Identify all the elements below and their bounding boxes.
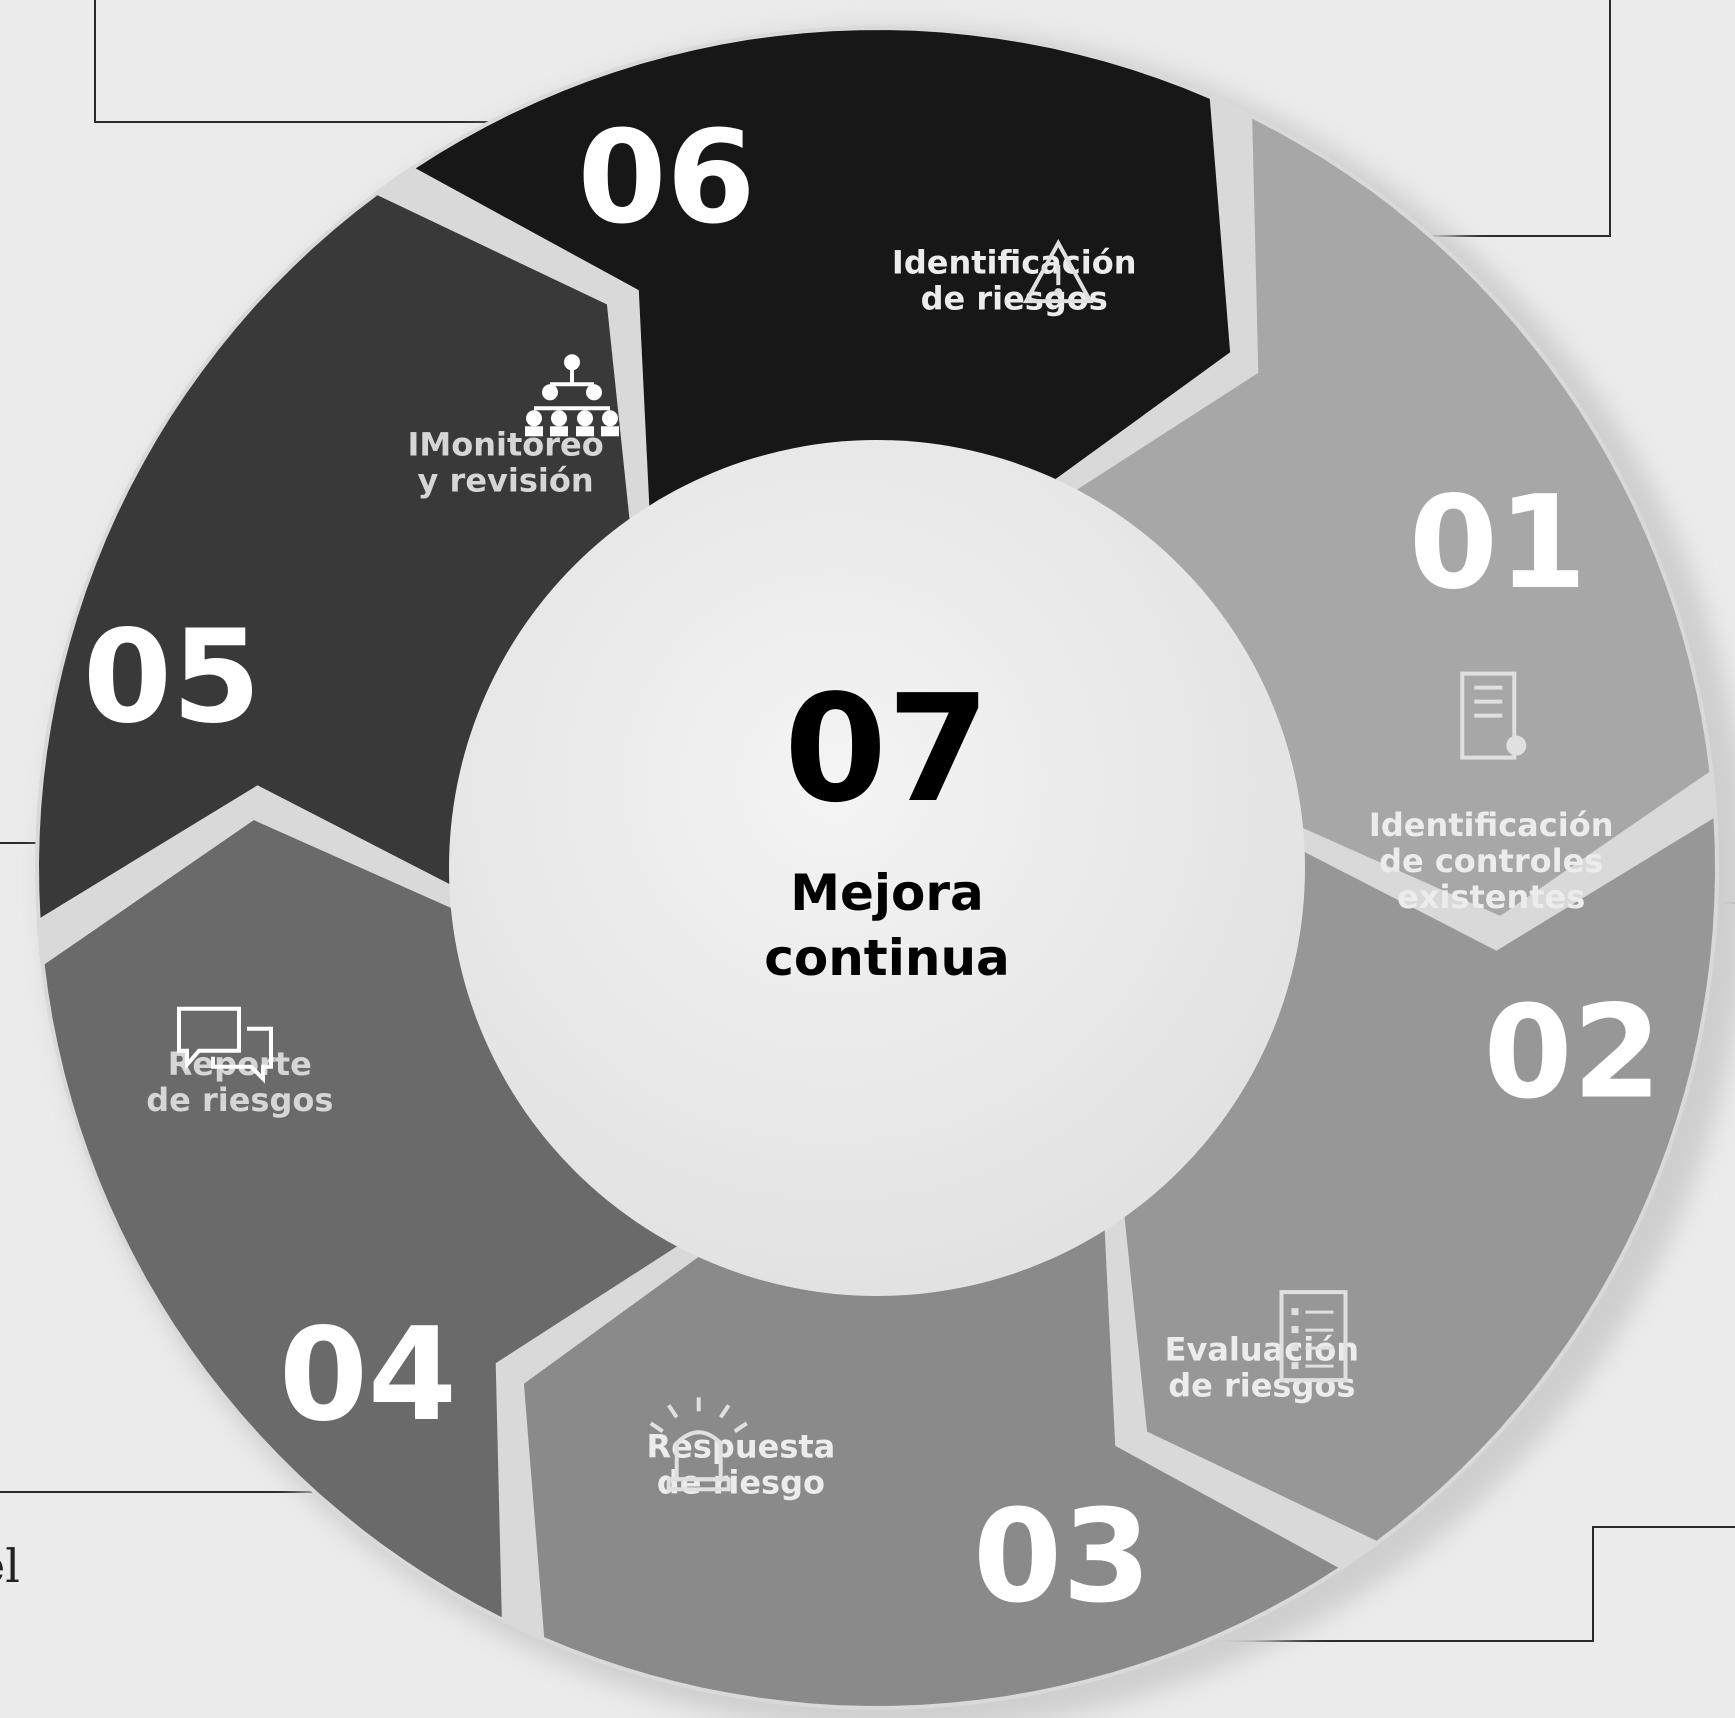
segment-01 — [1061, 118, 1710, 916]
checklist-icon — [1279, 1290, 1348, 1383]
edge-text-line1: el — [0, 1539, 20, 1593]
center-label-line1: Mejora — [790, 864, 984, 922]
segment-number-01: 01 — [1409, 469, 1587, 618]
warning-triangle-icon — [1022, 238, 1094, 304]
segment-label-02-line1: Identificación — [1369, 806, 1614, 844]
segment-06 — [415, 30, 1231, 524]
segment-number-03: 03 — [973, 1483, 1151, 1632]
center-number: 07 — [784, 663, 990, 835]
segment-label-03-line2: de riesgos — [1168, 1367, 1355, 1405]
segment-label-06-line2: y revisión — [418, 462, 594, 500]
alarm-siren-icon — [649, 1397, 748, 1492]
chat-bubbles-icon — [177, 1006, 273, 1084]
segment-label-05-line2: de riesgos — [146, 1081, 333, 1119]
callout-line-top-left — [94, 0, 595, 123]
document-icon — [1460, 671, 1527, 760]
segment-number-05: 05 — [83, 603, 261, 752]
segment-number-06: 06 — [577, 104, 755, 253]
segment-label-02-line3: existentes — [1397, 878, 1585, 916]
segment-label-04-line2: de riesgo — [657, 1464, 825, 1502]
hierarchy-icon — [525, 354, 619, 437]
segment-label-06-line1: IMonitoreo — [407, 426, 603, 464]
segment-label-01-line2: de riesgos — [921, 280, 1108, 318]
callout-line-bottom-right — [1210, 1526, 1735, 1642]
decorative-lines — [0, 0, 1735, 1642]
segment-label-01-line1: Identificación — [892, 244, 1137, 282]
center-label-line2: continua — [764, 929, 1010, 987]
segments-layer — [39, 30, 1715, 1706]
segment-number-04: 04 — [279, 1301, 457, 1450]
segment-label-02-line2: de controles — [1379, 842, 1603, 880]
segment-number-02: 02 — [1483, 978, 1661, 1127]
segment-03 — [523, 1212, 1339, 1706]
callout-line-top-right — [1400, 0, 1611, 237]
segment-04 — [44, 820, 693, 1618]
center-disc — [449, 440, 1305, 1296]
